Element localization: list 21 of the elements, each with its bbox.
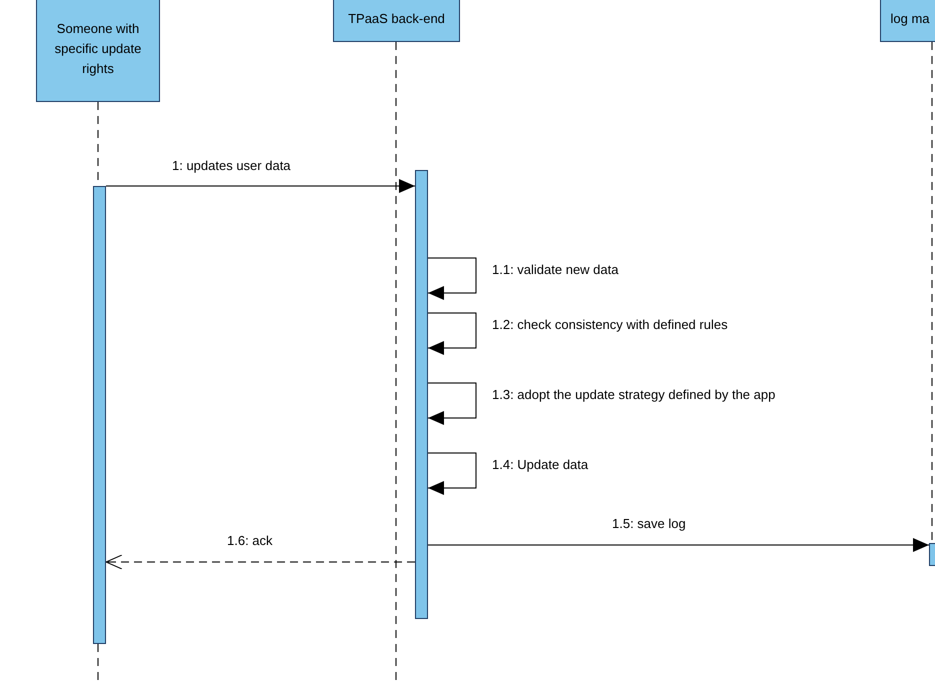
activation-bar (93, 186, 106, 644)
participant-name: Someone with specific update rights (54, 20, 142, 78)
lifeline-header (333, 0, 460, 42)
self-message-arrow (428, 382, 476, 425)
activation-bar (415, 170, 428, 619)
message-label: 1.1: validate new data (491, 262, 620, 278)
self-message-arrow (428, 312, 476, 355)
message-arrow (106, 179, 416, 193)
participant-name: TPaaS back-end (348, 10, 445, 28)
message-arrow (428, 538, 930, 552)
lifeline-header (880, 0, 935, 42)
self-message-arrow (428, 258, 476, 300)
message-label: 1.4: Update data (491, 457, 590, 473)
message-label: 1.3: adopt the update strategy defined by the app (491, 387, 776, 403)
message-label: 1: updates user data (170, 158, 293, 174)
self-message-arrow (428, 452, 476, 495)
participant-name: log ma (890, 10, 930, 28)
return-message-arrow (106, 554, 416, 570)
message-label: 1.2: check consistency with defined rules (491, 317, 729, 333)
message-label: 1.5: save log (610, 516, 688, 532)
lifeline-header (36, 0, 160, 102)
